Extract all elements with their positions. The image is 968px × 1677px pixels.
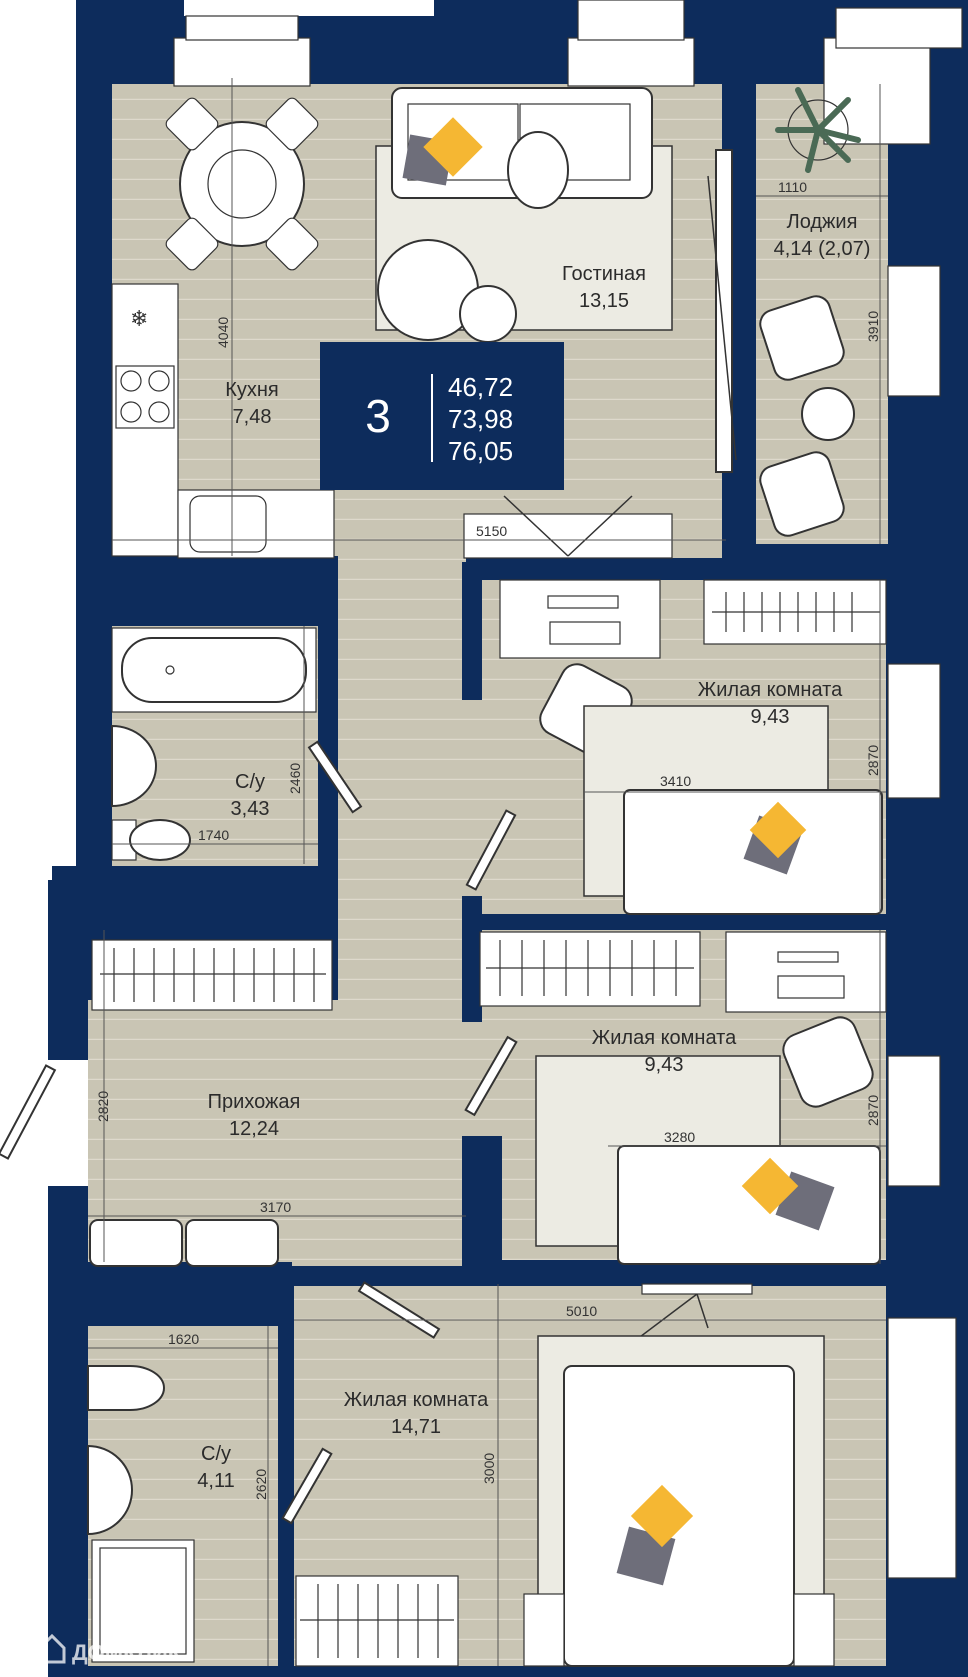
watermark: ДОМКЛИК [72, 1640, 182, 1665]
bedroom-3-furniture [295, 1283, 835, 1667]
windows [173, 0, 963, 1579]
kitchen-furniture [111, 97, 335, 559]
dim-hallway-width: 3170 [260, 1199, 291, 1215]
badge-rooms-count: 3 [365, 390, 391, 442]
dim-bedroom3-height: 3000 [481, 1453, 497, 1484]
snowflake-icon: ❄ [130, 307, 148, 332]
bathroom-2-area: 4,11 [197, 1470, 234, 1492]
dim-bath1-height: 2460 [287, 763, 303, 794]
bedroom-1-name: Жилая комната [698, 679, 843, 701]
hallway-furniture [89, 939, 333, 1267]
living-name: Гостиная [562, 263, 646, 285]
bathroom-2-name: С/у [201, 1443, 231, 1465]
dim-bedroom1-height: 2870 [865, 745, 881, 776]
dim-loggia-width: 1110 [778, 179, 807, 195]
dim-bedroom3-width: 5010 [566, 1303, 597, 1319]
bathroom-1-furniture [111, 627, 317, 861]
dimension-lines [88, 78, 888, 1666]
bedroom-2-name: Жилая комната [592, 1027, 737, 1049]
dim-bedroom2-width: 3280 [664, 1129, 695, 1145]
bedroom-3-name: Жилая комната [344, 1389, 489, 1411]
kitchen-area: 7,48 [233, 406, 272, 428]
dim-bath2-height: 2620 [253, 1469, 269, 1500]
bedroom-2-area: 9,43 [645, 1054, 684, 1076]
doors [0, 149, 737, 1525]
bedroom-1-furniture [499, 579, 887, 915]
loggia-name: Лоджия [787, 211, 858, 233]
dim-loggia-height: 3910 [865, 311, 881, 342]
dim-kitchen-height: 4040 [215, 317, 231, 348]
bedroom-3-area: 14,71 [391, 1416, 441, 1438]
badge-living-area: 46,72 [448, 372, 513, 402]
dim-hallway-height: 2820 [95, 1091, 111, 1122]
badge-total-area-with-loggia: 76,05 [448, 436, 513, 466]
domklik-logo-icon [38, 1633, 66, 1664]
bedroom-2-furniture [479, 931, 887, 1265]
living-area: 13,15 [579, 290, 629, 312]
hallway-area: 12,24 [229, 1118, 279, 1140]
interior-walls [52, 84, 886, 1666]
loggia-area: 4,14 (2,07) [774, 238, 871, 260]
badge-total-area: 73,98 [448, 404, 513, 434]
kitchen-name: Кухня [225, 379, 279, 401]
loggia-furniture [759, 87, 861, 537]
bathroom-1-name: С/у [235, 771, 265, 793]
bathroom-1-area: 3,43 [231, 798, 270, 820]
bathroom-2-furniture [87, 1365, 195, 1663]
dim-bath1-width: 1740 [198, 827, 229, 843]
apartment-badge: 3 46,72 73,98 76,05 [320, 342, 564, 490]
hallway-name: Прихожая [208, 1091, 301, 1113]
dim-bedroom1-width: 3410 [660, 773, 691, 789]
living-furniture [375, 87, 673, 559]
dim-bedroom2-height: 2870 [865, 1095, 881, 1126]
dim-bath2-width: 1620 [168, 1331, 199, 1347]
dim-living-width: 5150 [476, 523, 507, 539]
bedroom-1-area: 9,43 [751, 706, 790, 728]
